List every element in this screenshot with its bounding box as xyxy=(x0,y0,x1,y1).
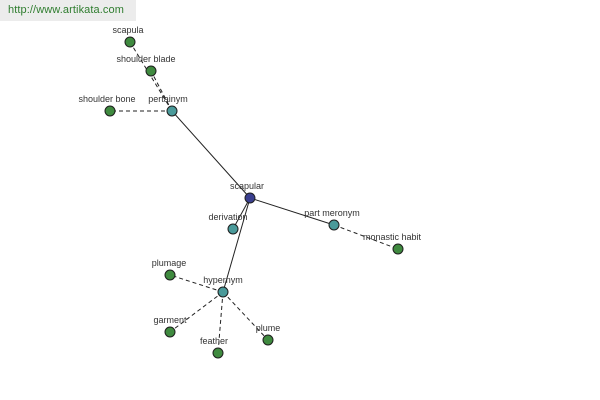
relation-label-derivation[interactable]: derivation xyxy=(208,212,247,222)
relation-label-part-meronym[interactable]: part meronym xyxy=(304,208,360,218)
center-label-scapular[interactable]: scapular xyxy=(230,181,264,191)
word-label-shoulder-bone[interactable]: shoulder bone xyxy=(78,94,135,104)
word-label-plume[interactable]: plume xyxy=(256,323,281,333)
edge-hypernym-feather xyxy=(217,291,224,354)
edge-scapular-hypernym xyxy=(222,197,251,293)
relation-node-derivation[interactable] xyxy=(227,223,239,235)
edge-scapular-part-meronym xyxy=(249,197,335,226)
word-label-monastic-habit[interactable]: monastic habit xyxy=(363,232,422,242)
edge-scapular-pertainym xyxy=(171,110,251,199)
relation-node-hypernym[interactable] xyxy=(217,286,229,298)
center-node-scapular[interactable] xyxy=(244,192,256,204)
relation-node-pertainym[interactable] xyxy=(166,105,178,117)
word-node-monastic-habit[interactable] xyxy=(392,243,404,255)
word-label-plumage[interactable]: plumage xyxy=(152,258,187,268)
edge-hypernym-garment xyxy=(169,291,224,333)
word-label-garment[interactable]: garment xyxy=(153,315,187,325)
word-label-shoulder-blade[interactable]: shoulder blade xyxy=(116,54,175,64)
relation-label-hypernym[interactable]: hypernym xyxy=(203,275,243,285)
nodes-layer xyxy=(104,36,404,359)
word-node-shoulder-bone[interactable] xyxy=(104,105,116,117)
site-url-link[interactable]: http://www.artikata.com xyxy=(8,4,125,16)
relation-node-part-meronym[interactable] xyxy=(328,219,340,231)
edge-part-meronym-monastic-habit xyxy=(333,224,399,250)
word-label-feather[interactable]: feather xyxy=(200,336,228,346)
word-label-scapula[interactable]: scapula xyxy=(112,25,143,35)
word-node-scapula[interactable] xyxy=(124,36,136,48)
url-banner: http://www.artikata.com xyxy=(0,0,136,21)
word-node-plumage[interactable] xyxy=(164,269,176,281)
word-node-plume[interactable] xyxy=(262,334,274,346)
edge-hypernym-plume xyxy=(222,291,269,341)
edge-scapular-derivation xyxy=(232,197,251,230)
word-node-shoulder-blade[interactable] xyxy=(145,65,157,77)
edge-hypernym-plumage xyxy=(169,274,224,293)
labels-layer: scapular pertainym shoulder bone shoulder b… xyxy=(78,25,421,346)
word-node-garment[interactable] xyxy=(164,326,176,338)
edges-layer xyxy=(110,41,399,354)
word-node-feather[interactable] xyxy=(212,347,224,359)
relation-label-pertainym[interactable]: pertainym xyxy=(148,94,188,104)
edge-pertainym-shoulder-blade xyxy=(150,70,173,112)
